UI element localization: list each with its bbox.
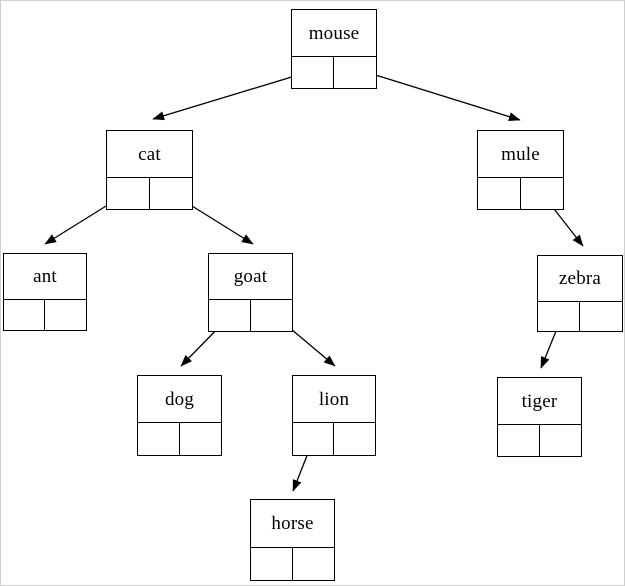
tree-node-goat[interactable]: goat [208,253,293,332]
left-pointer-cell-zebra[interactable] [538,302,580,331]
left-pointer-cell-cat[interactable] [107,178,150,209]
tree-edge-mouse-to-mule [352,67,521,122]
left-pointer-cell-tiger[interactable] [498,425,540,456]
right-pointer-cell-dog[interactable] [180,423,222,455]
tree-node-mouse[interactable]: mouse [291,9,377,89]
tree-node-tiger[interactable]: tiger [497,377,582,457]
tree-node-label-mule: mule [478,131,563,178]
tree-node-horse[interactable]: horse [250,499,335,581]
tree-node-pointers-mouse [292,57,376,88]
tree-node-pointers-zebra [538,302,622,331]
tree-node-label-mouse: mouse [292,10,376,57]
tree-node-pointers-ant [4,300,86,330]
tree-node-pointers-lion [293,423,375,455]
right-pointer-cell-cat[interactable] [150,178,193,209]
right-pointer-cell-horse[interactable] [293,548,335,580]
tree-node-zebra[interactable]: zebra [537,255,623,332]
left-pointer-cell-goat[interactable] [209,300,251,331]
tree-node-lion[interactable]: lion [292,375,376,456]
tree-node-cat[interactable]: cat [106,130,193,210]
tree-node-label-goat: goat [209,254,292,300]
left-pointer-cell-mouse[interactable] [292,57,334,88]
right-pointer-cell-goat[interactable] [251,300,293,331]
right-pointer-cell-zebra[interactable] [580,302,622,331]
left-pointer-cell-lion[interactable] [293,423,334,455]
right-pointer-cell-lion[interactable] [334,423,375,455]
tree-node-label-horse: horse [251,500,334,548]
left-pointer-cell-ant[interactable] [4,300,45,330]
tree-node-dog[interactable]: dog [137,375,222,456]
tree-node-pointers-dog [138,423,221,455]
tree-node-ant[interactable]: ant [3,253,87,331]
tree-node-label-zebra: zebra [538,256,622,302]
right-pointer-cell-ant[interactable] [45,300,86,330]
tree-node-label-dog: dog [138,376,221,423]
right-pointer-cell-mouse[interactable] [334,57,376,88]
tree-node-pointers-mule [478,178,563,209]
tree-node-pointers-goat [209,300,292,331]
tree-node-pointers-tiger [498,425,581,456]
tree-node-pointers-horse [251,548,334,580]
tree-node-label-lion: lion [293,376,375,423]
tree-node-label-cat: cat [107,131,192,178]
left-pointer-cell-horse[interactable] [251,548,293,580]
tree-node-label-tiger: tiger [498,378,581,425]
right-pointer-cell-mule[interactable] [521,178,564,209]
left-pointer-cell-dog[interactable] [138,423,180,455]
tree-node-label-ant: ant [4,254,86,300]
tree-node-pointers-cat [107,178,192,209]
right-pointer-cell-tiger[interactable] [540,425,582,456]
tree-node-mule[interactable]: mule [477,130,564,210]
left-pointer-cell-mule[interactable] [478,178,521,209]
